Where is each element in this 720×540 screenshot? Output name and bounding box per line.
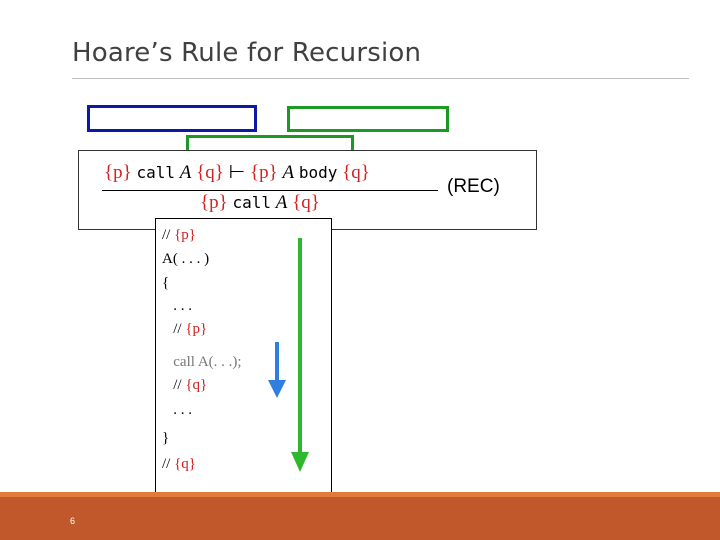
green-arrow-icon: [291, 238, 309, 472]
title-underline: [72, 78, 689, 79]
premise-call-keyword: call: [136, 163, 176, 182]
page-number: 6: [70, 516, 76, 526]
conclusion-call-keyword: call: [232, 193, 272, 212]
premise-body-keyword: body: [298, 163, 338, 182]
footer-accent-strip: [0, 492, 720, 497]
premise-pre-2: {p}: [249, 162, 278, 183]
slide-title: Hoare’s Rule for Recursion: [72, 38, 422, 68]
comment-prefix: //: [162, 456, 175, 472]
premise-proc-1: A: [179, 162, 192, 183]
comment-prefix: //: [162, 377, 186, 393]
code-line-2: A( . . . ): [162, 251, 210, 267]
rule-conclusion: {p} call A {q}: [200, 192, 320, 214]
premise-post-2: {q}: [342, 162, 370, 183]
code-line-9: }: [162, 430, 170, 446]
conclusion-post: {q}: [292, 192, 320, 213]
comment-prefix: //: [162, 321, 186, 337]
premise-post-1: {q}: [196, 162, 224, 183]
code-line-10: // {q}: [162, 456, 196, 473]
rule-inference-line: [102, 190, 438, 191]
highlight-box-green-top: [287, 106, 449, 132]
conclusion-pre: {p}: [200, 192, 228, 213]
highlight-box-blue: [87, 105, 257, 132]
comment-prefix: //: [162, 227, 175, 243]
condition-p-outer: {p}: [174, 227, 196, 243]
code-line-5: // {p}: [162, 321, 207, 338]
conclusion-proc: A: [275, 192, 288, 213]
blue-arrow-icon: [268, 342, 286, 398]
code-line-4: . . .: [162, 298, 192, 314]
rule-name: (REC): [447, 176, 500, 197]
condition-p-inner: {p}: [185, 321, 208, 337]
code-line-1: // {p}: [162, 227, 196, 244]
footer-bar: [0, 497, 720, 540]
code-line-7: // {q}: [162, 377, 207, 394]
code-line-6: call A(. . .);: [162, 354, 242, 370]
premise-proc-2: A: [282, 162, 295, 183]
turnstile-symbol: ⊢: [228, 162, 246, 183]
rule-premise: {p} call A {q} ⊢ {p} A body {q}: [104, 161, 370, 184]
condition-q-inner: {q}: [185, 377, 208, 393]
code-line-8: . . .: [162, 402, 192, 418]
condition-q-outer: {q}: [174, 456, 196, 472]
premise-pre-1: {p}: [104, 162, 132, 183]
code-line-3: {: [162, 275, 170, 291]
